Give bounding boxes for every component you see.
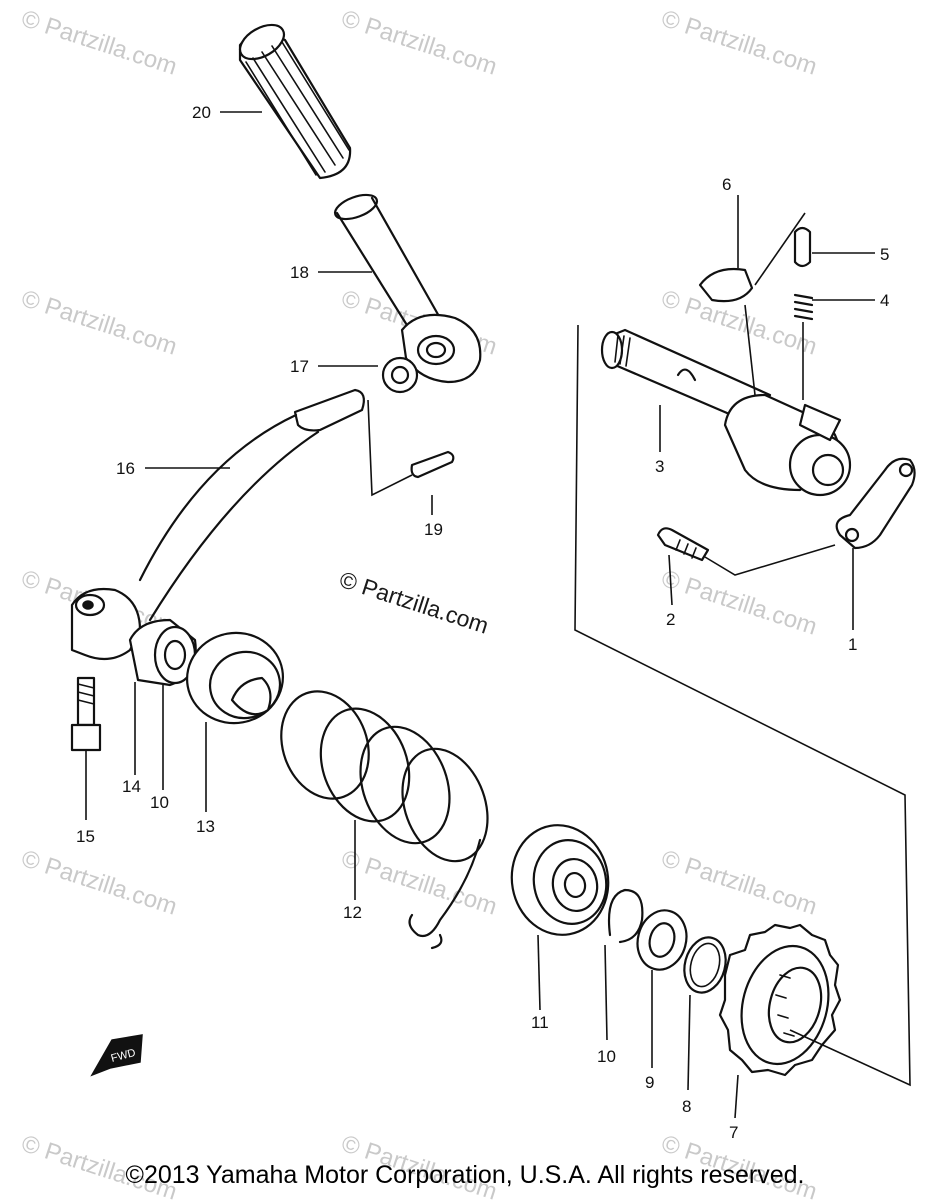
callout-18: 18 (290, 263, 309, 282)
leader-lines (85, 111, 875, 1119)
part-11-spring-cover (510, 824, 610, 936)
part-7-kick-gear (718, 923, 842, 1077)
part-12-kick-spring (280, 690, 489, 950)
callout-4: 4 (880, 291, 889, 310)
watermark-tile: © Partzilla.com (658, 845, 820, 921)
callout-10a: 10 (150, 793, 169, 812)
part-13-spring-guide (185, 631, 285, 725)
part-6-clip (698, 212, 806, 396)
callout-2: 2 (666, 610, 675, 629)
callout-6: 6 (722, 175, 731, 194)
callout-5: 5 (880, 245, 889, 264)
watermark-tile: © Partzilla.com (658, 5, 820, 81)
callout-20: 20 (192, 103, 211, 122)
part-5-pin (793, 226, 812, 268)
part-15-bolt (70, 676, 102, 752)
part-3-kick-axle (600, 328, 852, 497)
part-10b-circlip (607, 888, 644, 944)
watermark-tile: © Partzilla.com (18, 845, 180, 921)
part-17-washer (381, 356, 419, 394)
part-4-spring (793, 293, 814, 400)
callout-11: 11 (531, 1013, 549, 1032)
callout-17: 17 (290, 357, 309, 376)
callout-labels: 20 18 17 16 19 3 2 1 6 5 4 14 10 13 15 1… (76, 103, 889, 1142)
front-direction-arrow: FWD (90, 1034, 143, 1077)
watermark-center: © Partzilla.com (336, 566, 491, 639)
part-16-kick-crank (70, 388, 365, 661)
callout-12: 12 (343, 903, 362, 922)
callout-3: 3 (655, 457, 664, 476)
part-1-plate (835, 457, 916, 550)
part-14-collar (128, 618, 197, 687)
callout-13: 13 (196, 817, 215, 836)
callout-10b: 10 (597, 1047, 616, 1066)
part-20-grip (238, 23, 352, 180)
copyright-footer: ©2013 Yamaha Motor Corporation, U.S.A. A… (126, 1161, 805, 1189)
part-2-screw (656, 527, 836, 576)
callout-19: 19 (424, 520, 443, 539)
watermark-tile: © Partzilla.com (18, 5, 180, 81)
watermark-tile: © Partzilla.com (338, 5, 500, 81)
callout-7: 7 (729, 1123, 738, 1142)
callout-15: 15 (76, 827, 95, 846)
assembly-guide-lines (574, 324, 911, 1087)
watermark-tile: © Partzilla.com (658, 565, 820, 641)
callout-1: 1 (848, 635, 857, 654)
part-8-circlip (683, 936, 727, 994)
part-9-washer (636, 909, 688, 971)
callout-9: 9 (645, 1073, 654, 1092)
callout-14: 14 (122, 777, 141, 796)
watermark-tile: © Partzilla.com (18, 285, 180, 361)
part-18-kick-arm (333, 193, 482, 384)
callout-16: 16 (116, 459, 135, 478)
part-19-pin (367, 399, 455, 497)
callout-8: 8 (682, 1097, 691, 1116)
